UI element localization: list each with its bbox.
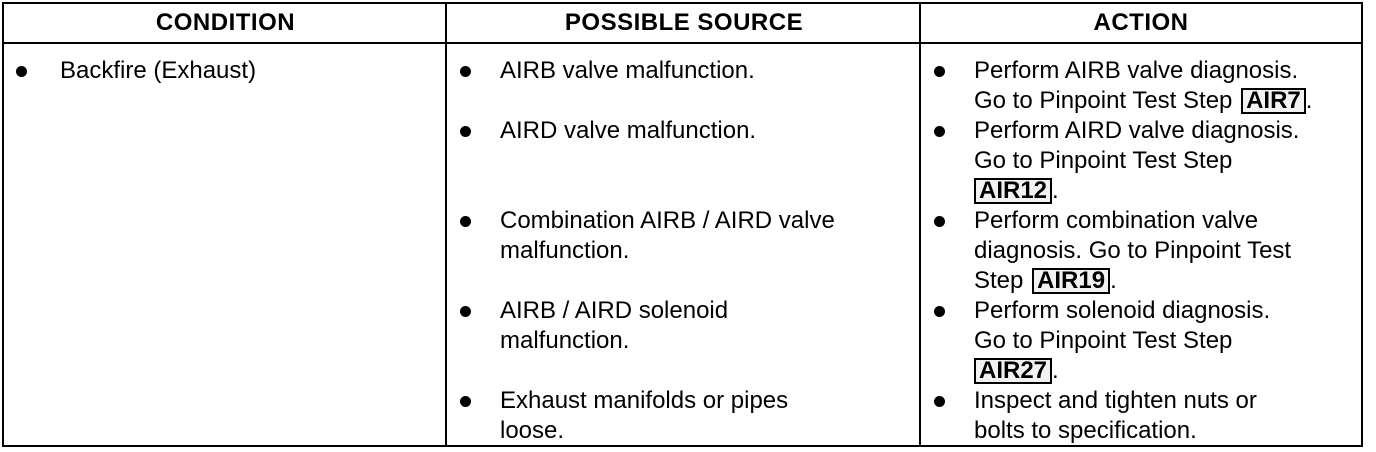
header-possible-source: POSSIBLE SOURCE [447,4,921,44]
action-item: Perform combination valve diagnosis. Go … [974,207,1292,294]
bullet-icon [460,66,471,77]
bullet-icon [934,66,945,77]
bullet-icon [460,216,471,227]
header-action: ACTION [921,4,1361,44]
bullet-icon [460,306,471,317]
pinpoint-step-ref: AIR27 [974,358,1053,384]
bullet-icon [460,396,471,407]
source-item: AIRB / AIRD solenoid malfunction. [500,297,729,354]
source-item: AIRB valve malfunction. [500,57,755,84]
condition-text: Backfire (Exhaust) [60,57,257,84]
source-item: Combination AIRB / AIRD valve malfunctio… [500,207,835,264]
pinpoint-step-ref: AIR7 [1241,88,1306,114]
bullet-icon [934,396,945,407]
bullet-icon [16,66,27,77]
diagnosis-table: CONDITION POSSIBLE SOURCE ACTION Backfir… [2,2,1363,447]
action-item: Inspect and tighten nuts or bolts to spe… [974,387,1257,444]
bullet-icon [934,126,945,137]
action-item: Perform AIRD valve diagnosis. Go to Pinp… [974,117,1300,204]
action-item: Perform AIRB valve diagnosis. Go to Pinp… [974,57,1313,114]
bullet-icon [934,216,945,227]
column-divider [445,4,447,445]
column-divider [919,4,921,445]
pinpoint-step-ref: AIR12 [974,178,1053,204]
bullet-icon [460,126,471,137]
action-item: Perform solenoid diagnosis. Go to Pinpoi… [974,297,1271,384]
header-condition: CONDITION [4,4,447,44]
pinpoint-step-ref: AIR19 [1032,268,1111,294]
source-item: Exhaust manifolds or pipes loose. [500,387,789,444]
bullet-icon [934,306,945,317]
source-item: AIRD valve malfunction. [500,117,757,144]
